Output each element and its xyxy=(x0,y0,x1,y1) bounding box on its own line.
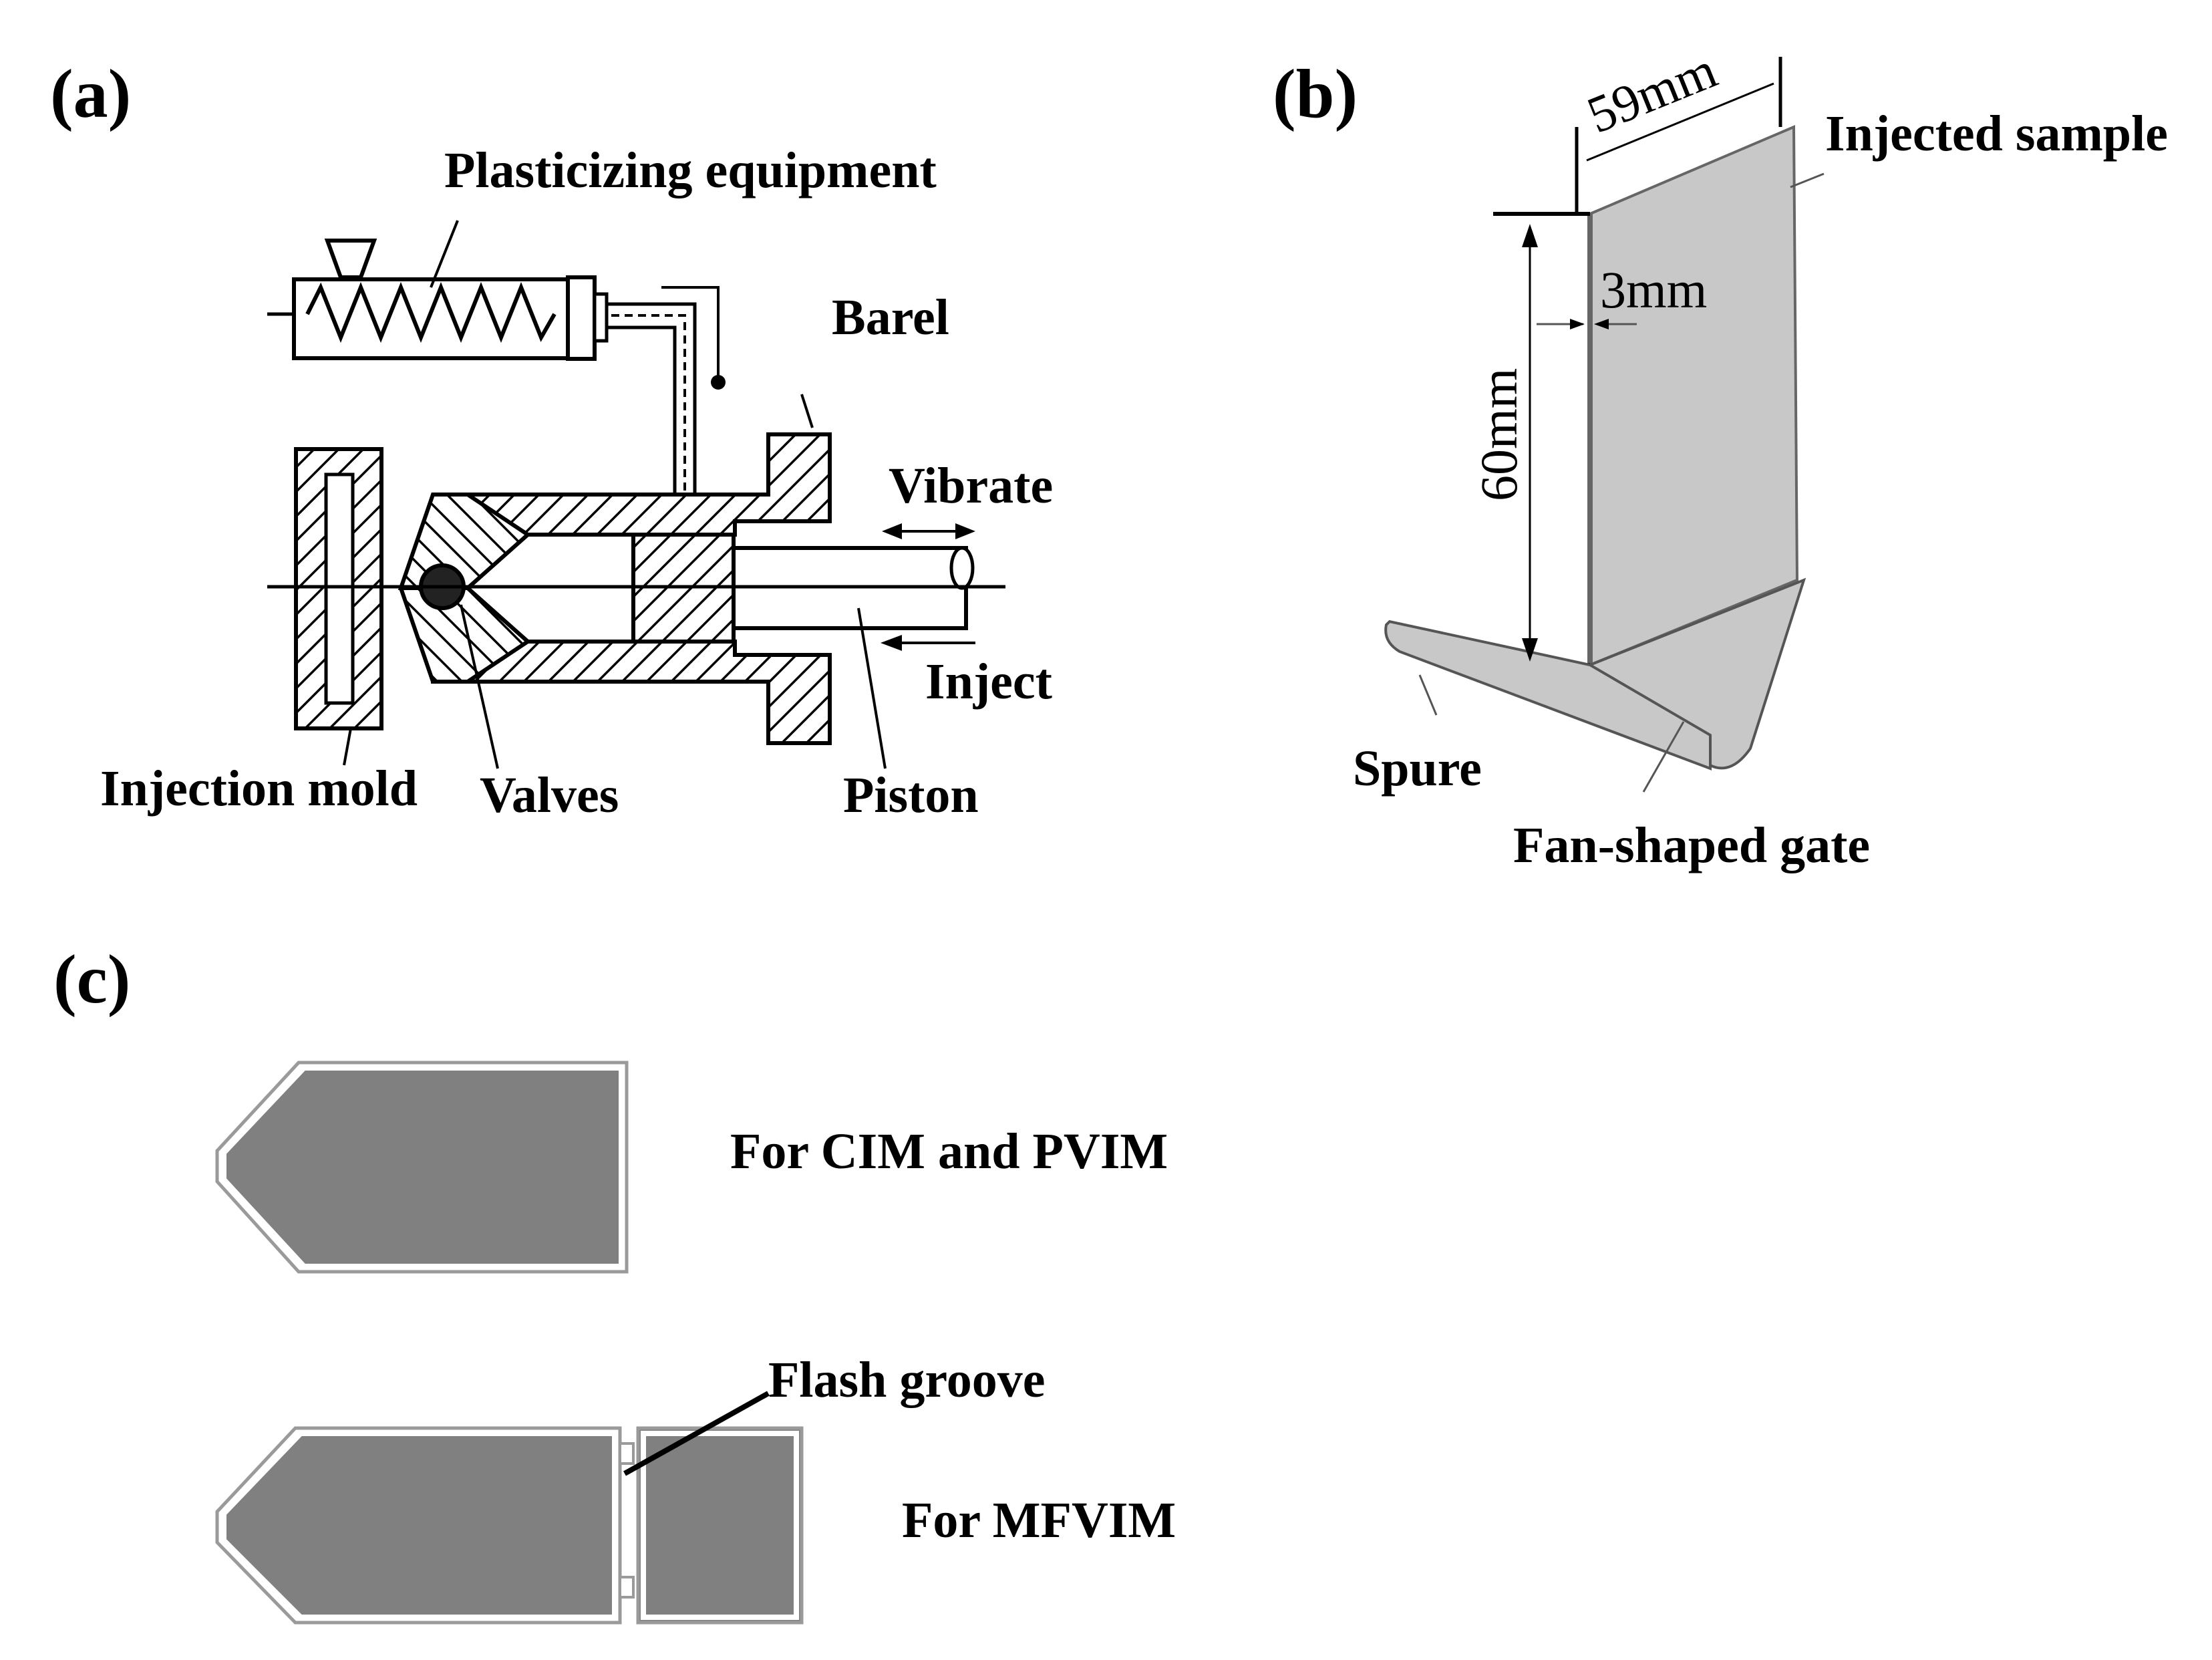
mfvim-label: For MFVIM xyxy=(902,1492,1176,1548)
injected-sample-plate xyxy=(1589,124,1799,667)
cim-pvim-specimen xyxy=(221,1065,624,1269)
flash-groove-leader xyxy=(623,1391,770,1476)
vibrate-arrow: Vibrate xyxy=(882,458,1053,539)
plasticizing-equipment: Plasticizing equipment xyxy=(267,142,937,548)
panel-b-letter: (b) xyxy=(1273,55,1358,132)
barel-label: Barel xyxy=(832,289,949,345)
vibrate-label: Vibrate xyxy=(889,458,1053,514)
fan-shaped-gate-label: Fan-shaped gate xyxy=(1513,817,1870,873)
inject-label: Inject xyxy=(925,654,1052,710)
injected-sample-label: Injected sample xyxy=(1825,106,2168,162)
dim-60mm: 60mm xyxy=(1470,212,1590,662)
spure-label: Spure xyxy=(1353,740,1482,797)
dim-height-label: 60mm xyxy=(1470,368,1528,501)
mfvim-specimen xyxy=(215,1426,804,1625)
panel-c: (c) For CIM and PVIM Flash groove For MF… xyxy=(53,941,1176,1625)
dim-thickness-label: 3mm xyxy=(1600,261,1707,319)
flash-groove-label: Flash groove xyxy=(768,1352,1045,1408)
spure xyxy=(1384,619,1712,771)
injection-mold-label: Injection mold xyxy=(100,760,418,817)
panel-a: (a) Plasticizing equipment Injection mol… xyxy=(50,55,1053,823)
injection-mold: Injection mold xyxy=(100,447,418,817)
inject-arrow: Inject xyxy=(881,635,1052,710)
plasticizing-label: Plasticizing equipment xyxy=(444,142,937,198)
piston-label: Piston xyxy=(843,767,979,823)
panel-c-letter: (c) xyxy=(53,941,130,1018)
dim-width-label: 59mm xyxy=(1579,40,1724,144)
panel-b: (b) 59mm 60mm 3mm xyxy=(1273,40,2168,873)
panel-a-letter: (a) xyxy=(50,55,131,132)
valves-label: Valves xyxy=(480,767,619,823)
cim-pvim-label: For CIM and PVIM xyxy=(730,1123,1168,1180)
dim-3mm: 3mm xyxy=(1537,261,1707,329)
